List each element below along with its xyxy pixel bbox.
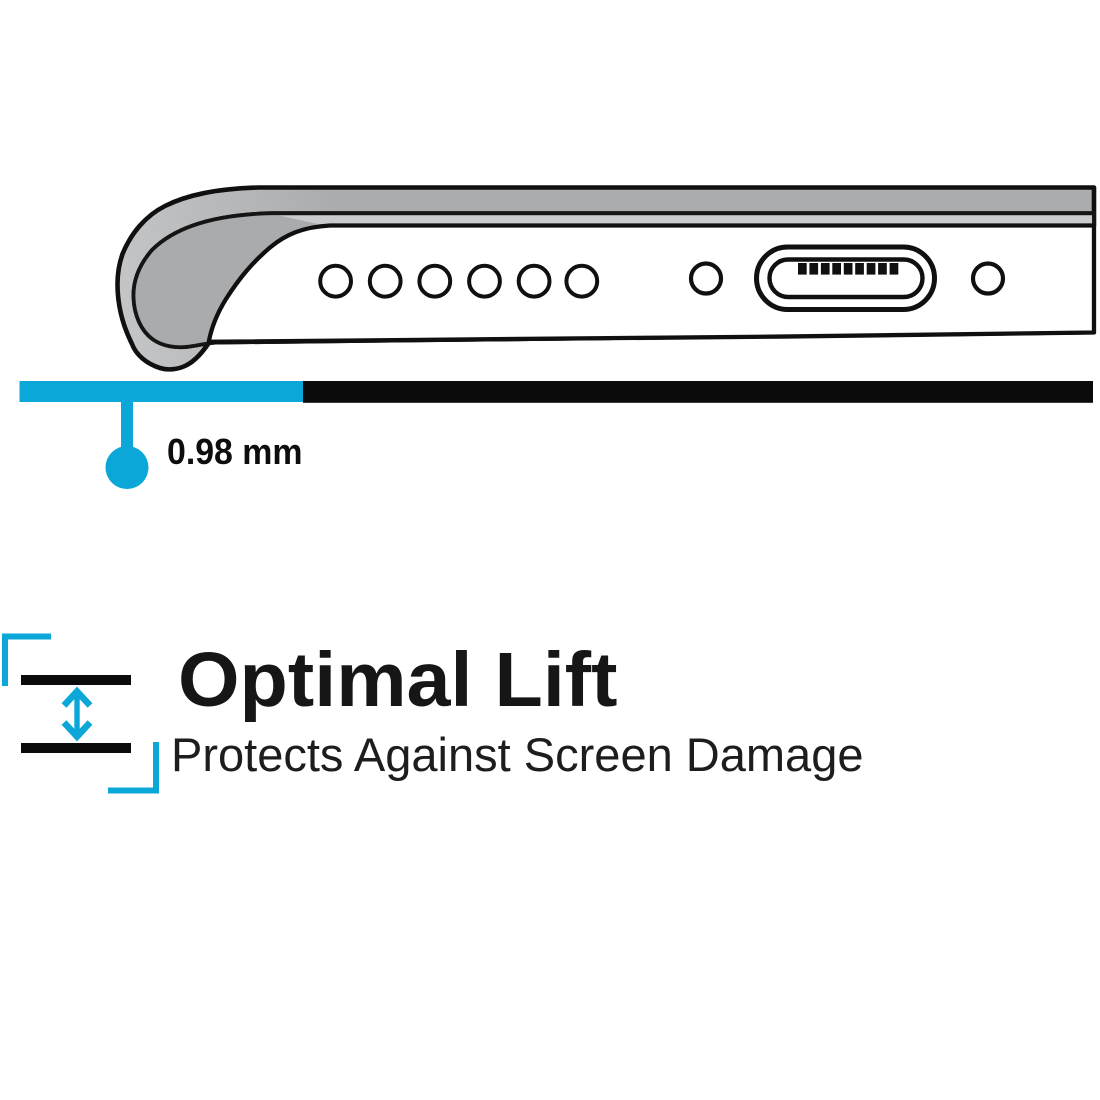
svg-text:0.98 mm: 0.98 mm [167,431,303,472]
svg-text:Optimal Lift: Optimal Lift [178,637,618,723]
svg-text:Protects Against Screen Damage: Protects Against Screen Damage [171,728,864,781]
